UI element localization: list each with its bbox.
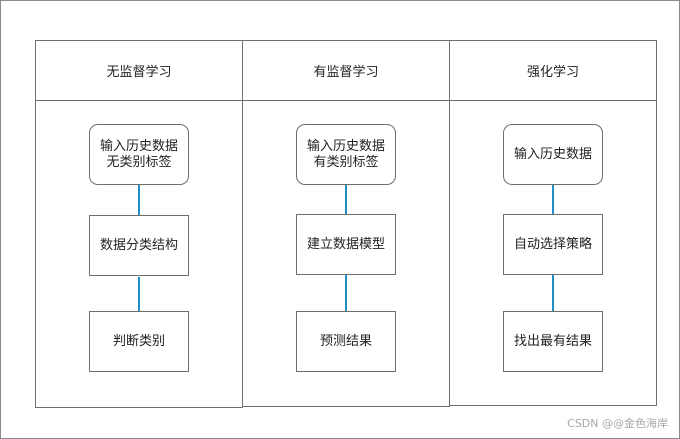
node-supervised-model: 建立数据模型 bbox=[296, 214, 396, 275]
connector-reinforcement-1 bbox=[552, 184, 554, 215]
node-supervised-input-line2: 有类别标签 bbox=[313, 154, 379, 170]
node-reinforcement-input: 输入历史数据 bbox=[503, 124, 603, 185]
column-reinforcement-title: 强化学习 bbox=[450, 41, 656, 101]
node-reinforcement-strategy-label: 自动选择策略 bbox=[513, 236, 592, 252]
node-reinforcement-result: 找出最有结果 bbox=[503, 311, 603, 372]
connector-unsupervised-2 bbox=[138, 277, 140, 312]
node-supervised-predict: 预测结果 bbox=[296, 311, 396, 372]
connector-supervised-2 bbox=[345, 275, 347, 312]
column-unsupervised-title: 无监督学习 bbox=[36, 41, 242, 101]
node-unsupervised-input-line1: 输入历史数据 bbox=[99, 138, 178, 154]
connector-reinforcement-2 bbox=[552, 275, 554, 312]
connector-unsupervised-1 bbox=[138, 184, 140, 215]
node-unsupervised-structure: 数据分类结构 bbox=[89, 215, 189, 276]
node-reinforcement-input-label: 输入历史数据 bbox=[513, 146, 592, 162]
connector-supervised-1 bbox=[345, 184, 347, 215]
column-supervised-title: 有监督学习 bbox=[243, 41, 449, 101]
node-reinforcement-strategy: 自动选择策略 bbox=[503, 214, 603, 275]
node-unsupervised-classify: 判断类别 bbox=[89, 311, 189, 372]
node-supervised-input-line1: 输入历史数据 bbox=[306, 138, 385, 154]
node-unsupervised-classify-label: 判断类别 bbox=[112, 333, 165, 349]
node-supervised-input: 输入历史数据 有类别标签 bbox=[296, 124, 396, 185]
node-unsupervised-input-line2: 无类别标签 bbox=[106, 154, 172, 170]
watermark-text: CSDN @@金色海岸 bbox=[567, 417, 668, 430]
node-unsupervised-input: 输入历史数据 无类别标签 bbox=[89, 124, 189, 185]
node-unsupervised-structure-label: 数据分类结构 bbox=[99, 237, 178, 253]
node-reinforcement-result-label: 找出最有结果 bbox=[513, 333, 592, 349]
node-supervised-model-label: 建立数据模型 bbox=[306, 236, 385, 252]
node-supervised-predict-label: 预测结果 bbox=[319, 333, 372, 349]
